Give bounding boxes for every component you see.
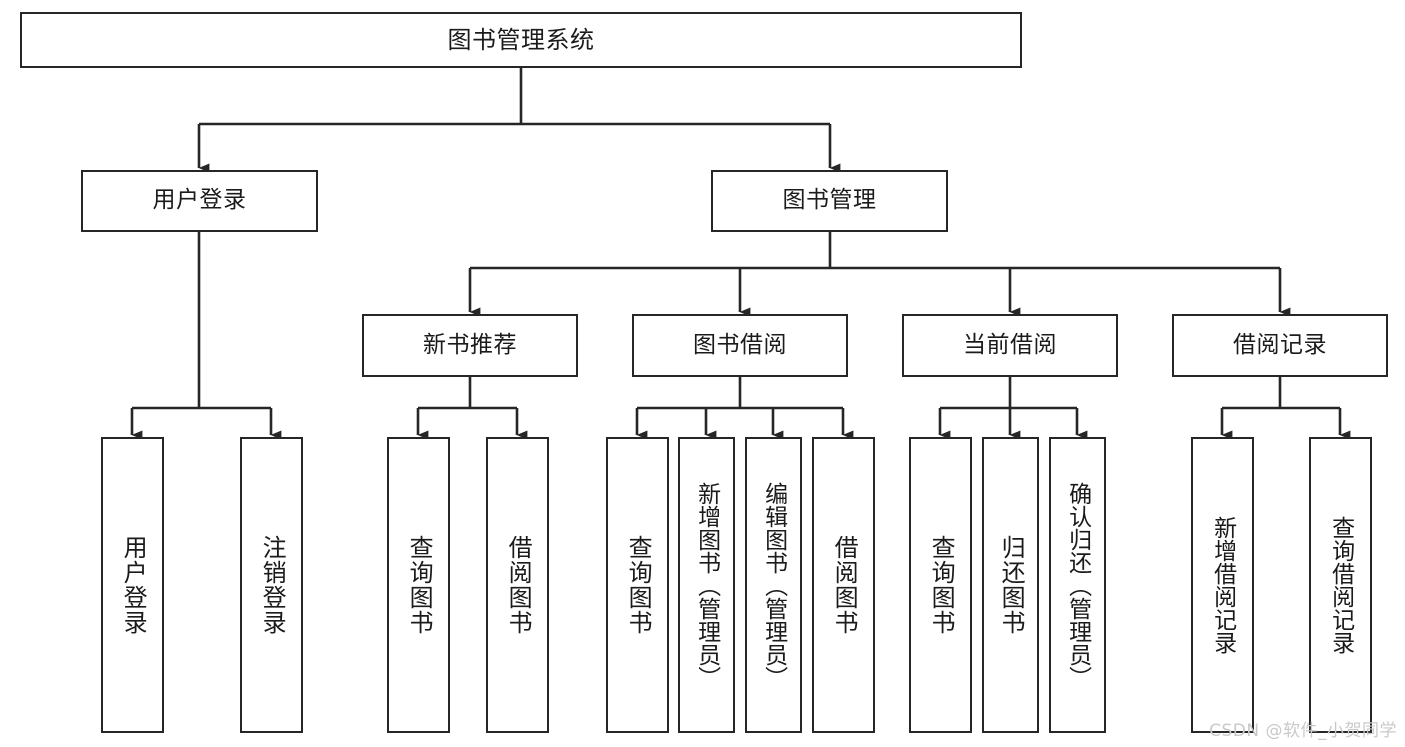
node-user-login-label: 用户登录 [152, 187, 247, 214]
leaf-user-login-logout-label: 注销登录 [258, 535, 287, 635]
node-book-management[interactable]: 图书管理 [711, 170, 948, 232]
leaf-new-book-query-label: 查询图书 [405, 535, 434, 635]
leaf-book-borrow-borrow-label: 借阅图书 [830, 535, 859, 635]
leaf-user-login-login-label: 用户登录 [119, 535, 148, 635]
leaf-book-borrow-add[interactable]: 新增图书（管理员） [678, 437, 735, 733]
leaf-book-borrow-borrow[interactable]: 借阅图书 [812, 437, 875, 733]
node-new-book-recommend-label: 新书推荐 [423, 331, 517, 358]
node-book-borrow-label: 图书借阅 [693, 331, 787, 358]
leaf-new-book-query[interactable]: 查询图书 [387, 437, 450, 733]
leaf-borrow-record-add[interactable]: 新增借阅记录 [1191, 437, 1254, 733]
leaf-book-borrow-add-label: 新增图书（管理员） [693, 481, 720, 689]
leaf-borrow-record-add-label: 新增借阅记录 [1209, 516, 1236, 654]
watermark-text: CSDN @软件_小贺同学 [1209, 721, 1397, 741]
node-current-borrow[interactable]: 当前借阅 [902, 314, 1118, 377]
node-book-borrow[interactable]: 图书借阅 [632, 314, 848, 377]
node-current-borrow-label: 当前借阅 [963, 331, 1057, 358]
node-root-system[interactable]: 图书管理系统 [20, 12, 1022, 68]
leaf-book-borrow-query[interactable]: 查询图书 [606, 437, 669, 733]
leaf-new-book-borrow[interactable]: 借阅图书 [486, 437, 549, 733]
leaf-current-borrow-confirm[interactable]: 确认归还（管理员） [1049, 437, 1106, 733]
leaf-current-borrow-return-label: 归还图书 [997, 535, 1026, 635]
node-borrow-record-label: 借阅记录 [1233, 331, 1327, 358]
leaf-current-borrow-confirm-label: 确认归还（管理员） [1064, 481, 1091, 689]
leaf-current-borrow-return[interactable]: 归还图书 [982, 437, 1039, 733]
leaf-borrow-record-query[interactable]: 查询借阅记录 [1309, 437, 1372, 733]
node-borrow-record[interactable]: 借阅记录 [1172, 314, 1388, 377]
leaf-current-borrow-query[interactable]: 查询图书 [909, 437, 972, 733]
leaf-new-book-borrow-label: 借阅图书 [504, 535, 533, 635]
leaf-user-login-logout[interactable]: 注销登录 [240, 437, 303, 733]
node-user-login[interactable]: 用户登录 [81, 170, 318, 232]
leaf-user-login-login[interactable]: 用户登录 [101, 437, 164, 733]
node-new-book-recommend[interactable]: 新书推荐 [362, 314, 578, 377]
leaf-book-borrow-edit-label: 编辑图书（管理员） [760, 481, 787, 689]
leaf-borrow-record-query-label: 查询借阅记录 [1327, 516, 1354, 654]
leaf-book-borrow-query-label: 查询图书 [624, 535, 653, 635]
leaf-book-borrow-edit[interactable]: 编辑图书（管理员） [745, 437, 802, 733]
node-book-management-label: 图书管理 [782, 187, 877, 214]
node-root-system-label: 图书管理系统 [447, 25, 595, 54]
leaf-current-borrow-query-label: 查询图书 [927, 535, 956, 635]
